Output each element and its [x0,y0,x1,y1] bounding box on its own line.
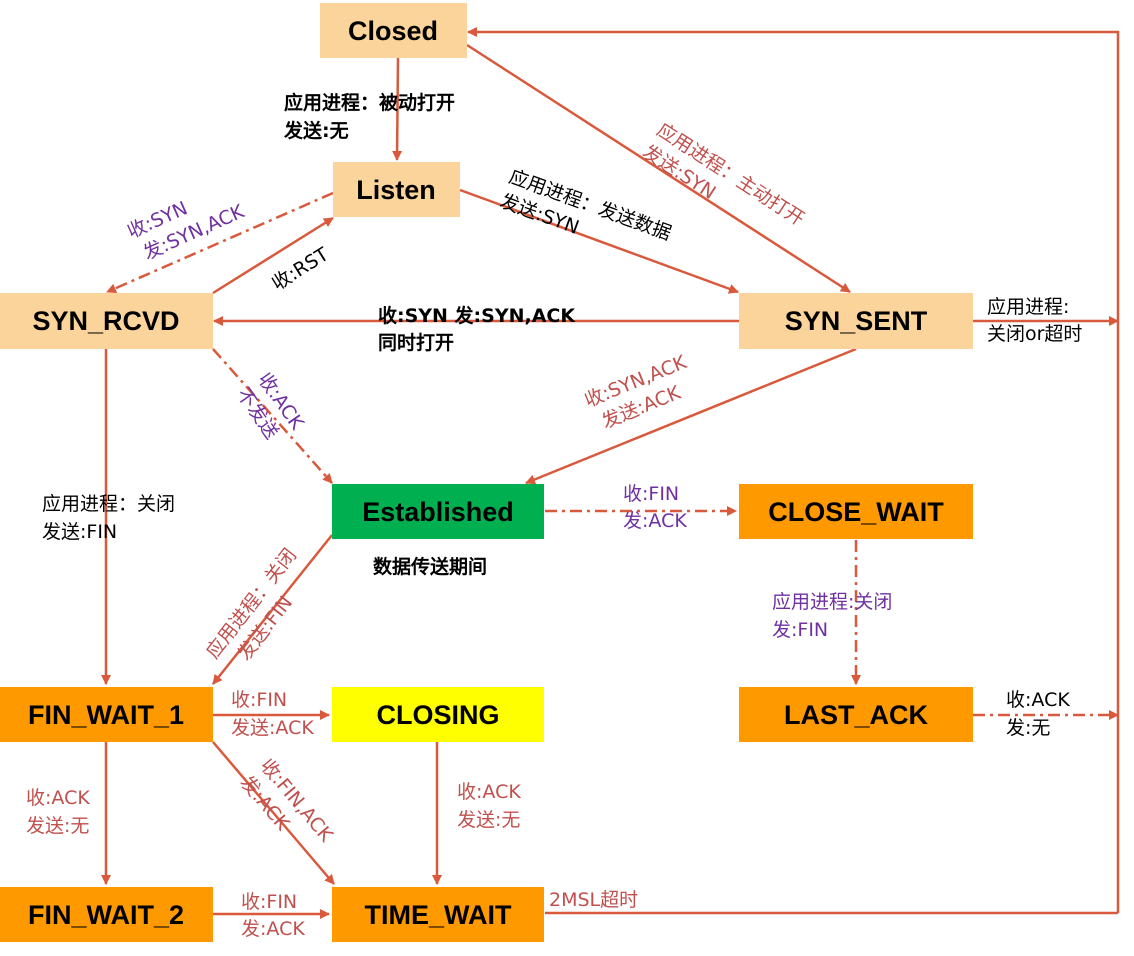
state-box [739,687,973,742]
arrow-trunk-to-closed [467,27,1120,913]
arrow-established-to-finwait1 [212,534,333,685]
state-listen: Listen [333,162,460,217]
state-label: Closed [348,16,438,46]
arrow-finwait1-to-timewait [212,741,335,885]
state-box [0,293,213,349]
state-fin-wait-1: FIN_WAIT_1 [0,687,213,742]
label-synsent-synrcvd-2: 同时打开 [378,331,454,354]
arrow-synrcvd-to-established [212,348,333,484]
label-synsent-closed-1: 应用进程: [987,296,1069,318]
state-fin-wait-2: FIN_WAIT_2 [0,887,213,942]
label-finwait2-timewait-1: 收:FIN [241,891,297,913]
state-label: CLOSE_WAIT [768,497,944,527]
state-label: FIN_WAIT_1 [28,700,184,730]
arrow-synrcvd-to-listen [212,216,334,295]
state-box [332,687,544,742]
label-finwait1-closing-1: 收:FIN [231,689,287,711]
state-box [333,162,460,217]
state-label: LAST_ACK [784,700,929,730]
state-last-ack: LAST_ACK [739,687,973,742]
label-closed-listen-2: 发送:无 [283,119,349,142]
label-group-listen-synrcvd: 收:SYN 发:SYN,ACK [124,197,248,264]
label-synrcvd-finwait1-2: 发送:FIN [42,521,117,543]
label-finwait1-finwait2-1: 收:ACK [26,787,90,809]
state-syn-rcvd: SYN_RCVD [0,293,213,349]
state-label: SYN_SENT [785,306,928,336]
state-close-wait: CLOSE_WAIT [739,484,973,539]
state-closed: Closed [320,3,467,58]
state-box [320,3,467,58]
state-box [0,687,213,742]
label-synsent-synrcvd-1: 收:SYN 发:SYN,ACK [378,304,576,327]
label-closewait-lastack-2: 发:FIN [772,619,828,641]
label-group-synsent-established: 收:SYN,ACK 发送:ACK [581,351,690,433]
label-timewait-closed-1: 2MSL超时 [549,889,638,911]
label-closewait-lastack-1: 应用进程:关闭 [772,591,892,613]
state-closing: CLOSING [332,687,544,742]
label-lastack-closed-2: 发:无 [1006,717,1050,739]
label-closing-timewait-1: 收:ACK [457,781,521,803]
label-group-finwait1-timewait: 收:FIN,ACK 发:ACK [236,755,338,847]
label-group-synrcvd-established: 收:ACK 不发送 [232,369,308,443]
label-established-closewait-2: 发:ACK [623,510,687,532]
label-group-listen-synsent: 应用进程：发送数据 发送:SYN [497,166,674,245]
arrow-listen-to-synrcvd [106,191,334,294]
state-label: FIN_WAIT_2 [28,900,184,930]
label-group-established-finwait1: 应用进程：关闭 发送:FIN [202,544,301,664]
state-established: Established [332,484,544,539]
state-label: TIME_WAIT [365,900,513,930]
arrow-listen-to-synsent [459,188,739,294]
state-box [332,887,544,942]
state-box [0,887,213,942]
label-synsent-closed-2: 关闭or超时 [987,323,1082,345]
state-label: Listen [356,175,436,205]
state-time-wait: TIME_WAIT [332,887,544,942]
label-closed-listen-1: 应用进程：被动打开 [284,91,455,114]
label-lastack-closed-1: 收:ACK [1006,689,1070,711]
state-box [332,484,544,539]
state-label: Established [362,497,514,527]
state-syn-sent: SYN_SENT [739,293,973,349]
label-established-closewait-1: 收:FIN [623,483,679,505]
established-caption: 数据传送期间 [373,555,487,578]
label-finwait1-finwait2-2: 发送:无 [26,815,89,837]
state-box [739,293,973,349]
label-synrcvd-finwait1-1: 应用进程：关闭 [42,493,175,515]
arrow-synsent-to-established [525,347,857,485]
state-label: SYN_RCVD [32,306,179,336]
label-finwait1-closing-2: 发送:ACK [231,717,314,739]
label-finwait2-timewait-2: 发:ACK [241,918,305,940]
state-label: CLOSING [376,700,499,730]
arrow-closed-to-synsent [466,43,851,294]
state-box [739,484,973,539]
label-closing-timewait-2: 发送:无 [457,809,520,831]
arrow-closed-to-listen [392,57,403,161]
